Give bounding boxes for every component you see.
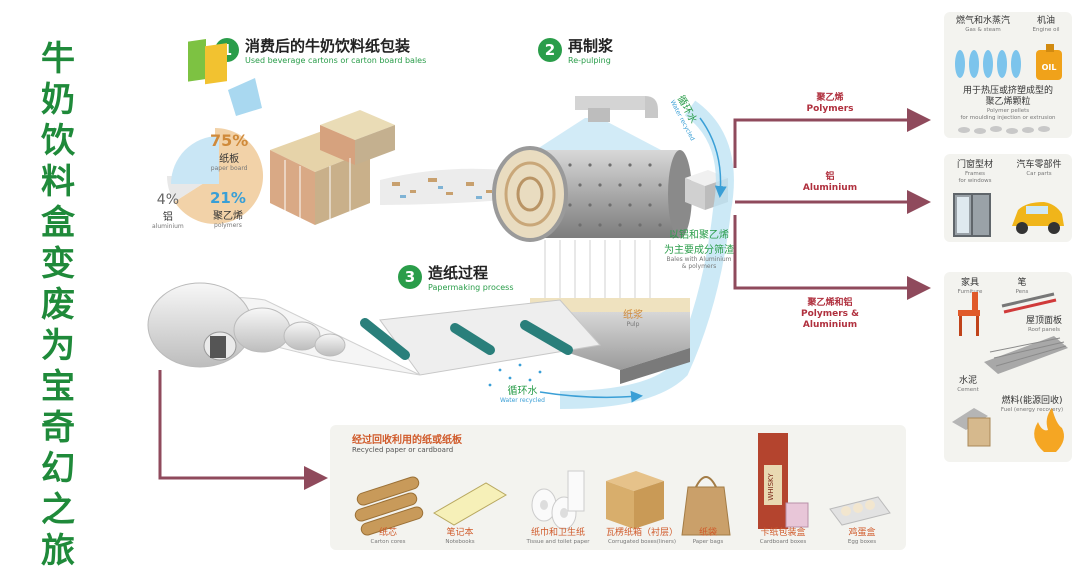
polymer-pellets: 用于热压或挤塑成型的 聚乙烯颗粒 Polymer pellets for mou… xyxy=(960,86,1056,121)
item-tissue: 纸巾和卫生纸 Tissue and toilet paper xyxy=(526,528,590,545)
item-egg-boxes: 鸡蛋盒 Egg boxes xyxy=(847,528,877,545)
car-parts: 汽车零部件 Car parts xyxy=(1016,160,1062,177)
item-notebooks: 笔记本 Notebooks xyxy=(445,528,475,545)
item-carton-cores: 纸芯 Carton cores xyxy=(370,528,406,545)
item-paper-bags: 纸袋 Paper bags xyxy=(692,528,724,545)
window-and-car-icons xyxy=(953,193,1064,237)
flame-icon xyxy=(1034,408,1064,452)
step-2-title: 再制浆 xyxy=(568,37,614,55)
engine-oil: 机油 Engine oil xyxy=(1032,16,1060,33)
title-char: 变 xyxy=(41,244,75,284)
title-char: 奇 xyxy=(41,408,75,448)
step-2-subtitle: Re-pulping xyxy=(568,56,611,65)
aluminium-label-en: aluminium xyxy=(152,223,184,230)
water-pipe xyxy=(575,96,658,122)
carton-cores-icon xyxy=(354,476,424,536)
pulper-drum xyxy=(492,146,692,242)
paper-share: 75% 纸板 paper board xyxy=(210,131,248,172)
paper-pct: 75% xyxy=(210,131,249,150)
egg-box-icon xyxy=(829,496,891,526)
gas-and-oil-icons: OIL xyxy=(955,44,1062,80)
chair-icon xyxy=(958,292,980,336)
title-char: 奶 xyxy=(41,80,75,120)
step-3-heading: 3 造纸过程 Papermaking process xyxy=(398,262,514,292)
step-1-subtitle: Used beverage cartons or carton board ba… xyxy=(245,56,427,65)
recycled-product-icons: WHISKY xyxy=(354,433,891,536)
title-char: 废 xyxy=(41,285,75,325)
oil-tag: OIL xyxy=(1042,63,1057,72)
cement: 水泥 Cement xyxy=(957,376,979,393)
polymer-pct: 21% xyxy=(210,189,246,207)
composition-pie xyxy=(167,127,264,224)
recycled-paper-title: 经过回收利用的纸或纸板 Recycled paper or cardboard xyxy=(352,435,462,454)
polymer-label: 聚乙烯 xyxy=(212,211,243,222)
pellets-icon xyxy=(958,126,1050,134)
window-frames: 门窗型材 Frames for windows xyxy=(956,160,993,184)
output-arrows xyxy=(158,108,931,490)
pulp-label: 纸浆 Pulp xyxy=(623,310,643,328)
polymer-label-en: polymers xyxy=(214,222,242,229)
aluminium-panel: 门窗型材 Frames for windows 汽车零部件 Car parts xyxy=(944,154,1072,242)
fuel: 燃料(能源回收) Fuel (energy recovery) xyxy=(1000,396,1064,413)
step-2-number: 2 xyxy=(538,38,562,62)
corrugated-box-icon xyxy=(606,471,664,529)
step-2-heading: 2 再制浆 Re-pulping xyxy=(538,35,613,65)
roof-panels: 屋顶面板 Roof panels xyxy=(1025,316,1062,333)
tissue-roll-icon xyxy=(531,470,585,530)
pens: 笔 Pens xyxy=(1015,278,1029,295)
title-char: 为 xyxy=(41,326,75,366)
shredded-cartons xyxy=(380,168,505,205)
recycled-paper-panel: 经过回收利用的纸或纸板 Recycled paper or cardboard … xyxy=(330,425,906,550)
paper-label-en: paper board xyxy=(210,165,248,172)
mixed-product-icons xyxy=(952,292,1068,452)
step-1-title: 消费后的牛奶饮料纸包装 xyxy=(245,37,411,55)
cardboard-box-icon: WHISKY xyxy=(758,433,809,529)
polymer-share: 21% 聚乙烯 polymers xyxy=(210,189,246,229)
paper-machine xyxy=(147,282,601,376)
paper-label: 纸板 xyxy=(219,154,240,165)
furniture: 家具 Furniture xyxy=(957,278,983,295)
carton-icons xyxy=(188,39,262,116)
aluminium-share: 4% 铝 aluminium xyxy=(152,192,184,230)
gas-steam: 燃气和水蒸汽 Gas & steam xyxy=(955,16,1010,33)
aluminium-pct: 4% xyxy=(156,192,179,208)
step-3-title: 造纸过程 xyxy=(428,264,489,282)
step-3-subtitle: Papermaking process xyxy=(428,283,514,292)
title-char: 料 xyxy=(41,162,75,202)
item-cardboard-boxes: 卡纸包装盒 Cardboard boxes xyxy=(759,528,807,545)
process-diagram xyxy=(147,39,931,490)
whisky-text: WHISKY xyxy=(767,473,775,501)
polymers-panel: 燃气和水蒸汽 Gas & steam 机油 Engine oil OIL 用于热… xyxy=(944,12,1072,138)
pulp-streams xyxy=(544,240,651,298)
title-char: 饮 xyxy=(41,121,75,161)
carton-bales xyxy=(270,110,395,225)
title-char: 幻 xyxy=(41,449,75,489)
item-corrugated-boxes: 瓦楞纸箱（衬层） Corrugated boxes(liners) xyxy=(605,528,678,545)
roof-icon xyxy=(984,336,1068,374)
pen-icon xyxy=(1001,292,1057,314)
title-char: 之 xyxy=(41,490,75,530)
residue-label: 以铝和聚乙烯 为主要成分筛渣 Bales with Aluminium & po… xyxy=(664,230,734,270)
polymers-aluminium-panel: 家具 Furniture 笔 Pens 屋顶面板 Roof panels 水泥 … xyxy=(944,272,1072,462)
title-char: 牛 xyxy=(41,39,75,79)
paper-bag-icon xyxy=(681,476,731,536)
drum-holes xyxy=(568,163,662,227)
water-spray xyxy=(520,118,680,160)
water-recycled-bottom: 循环水 Water recycled xyxy=(500,386,545,404)
aluminium-label: 铝 xyxy=(162,212,173,223)
title-char: 盒 xyxy=(41,203,75,243)
cement-icon xyxy=(952,408,991,447)
title-char: 宝 xyxy=(41,367,75,407)
step-3-number: 3 xyxy=(398,265,422,289)
notebook-icon xyxy=(433,482,507,526)
water-splash xyxy=(488,363,542,387)
